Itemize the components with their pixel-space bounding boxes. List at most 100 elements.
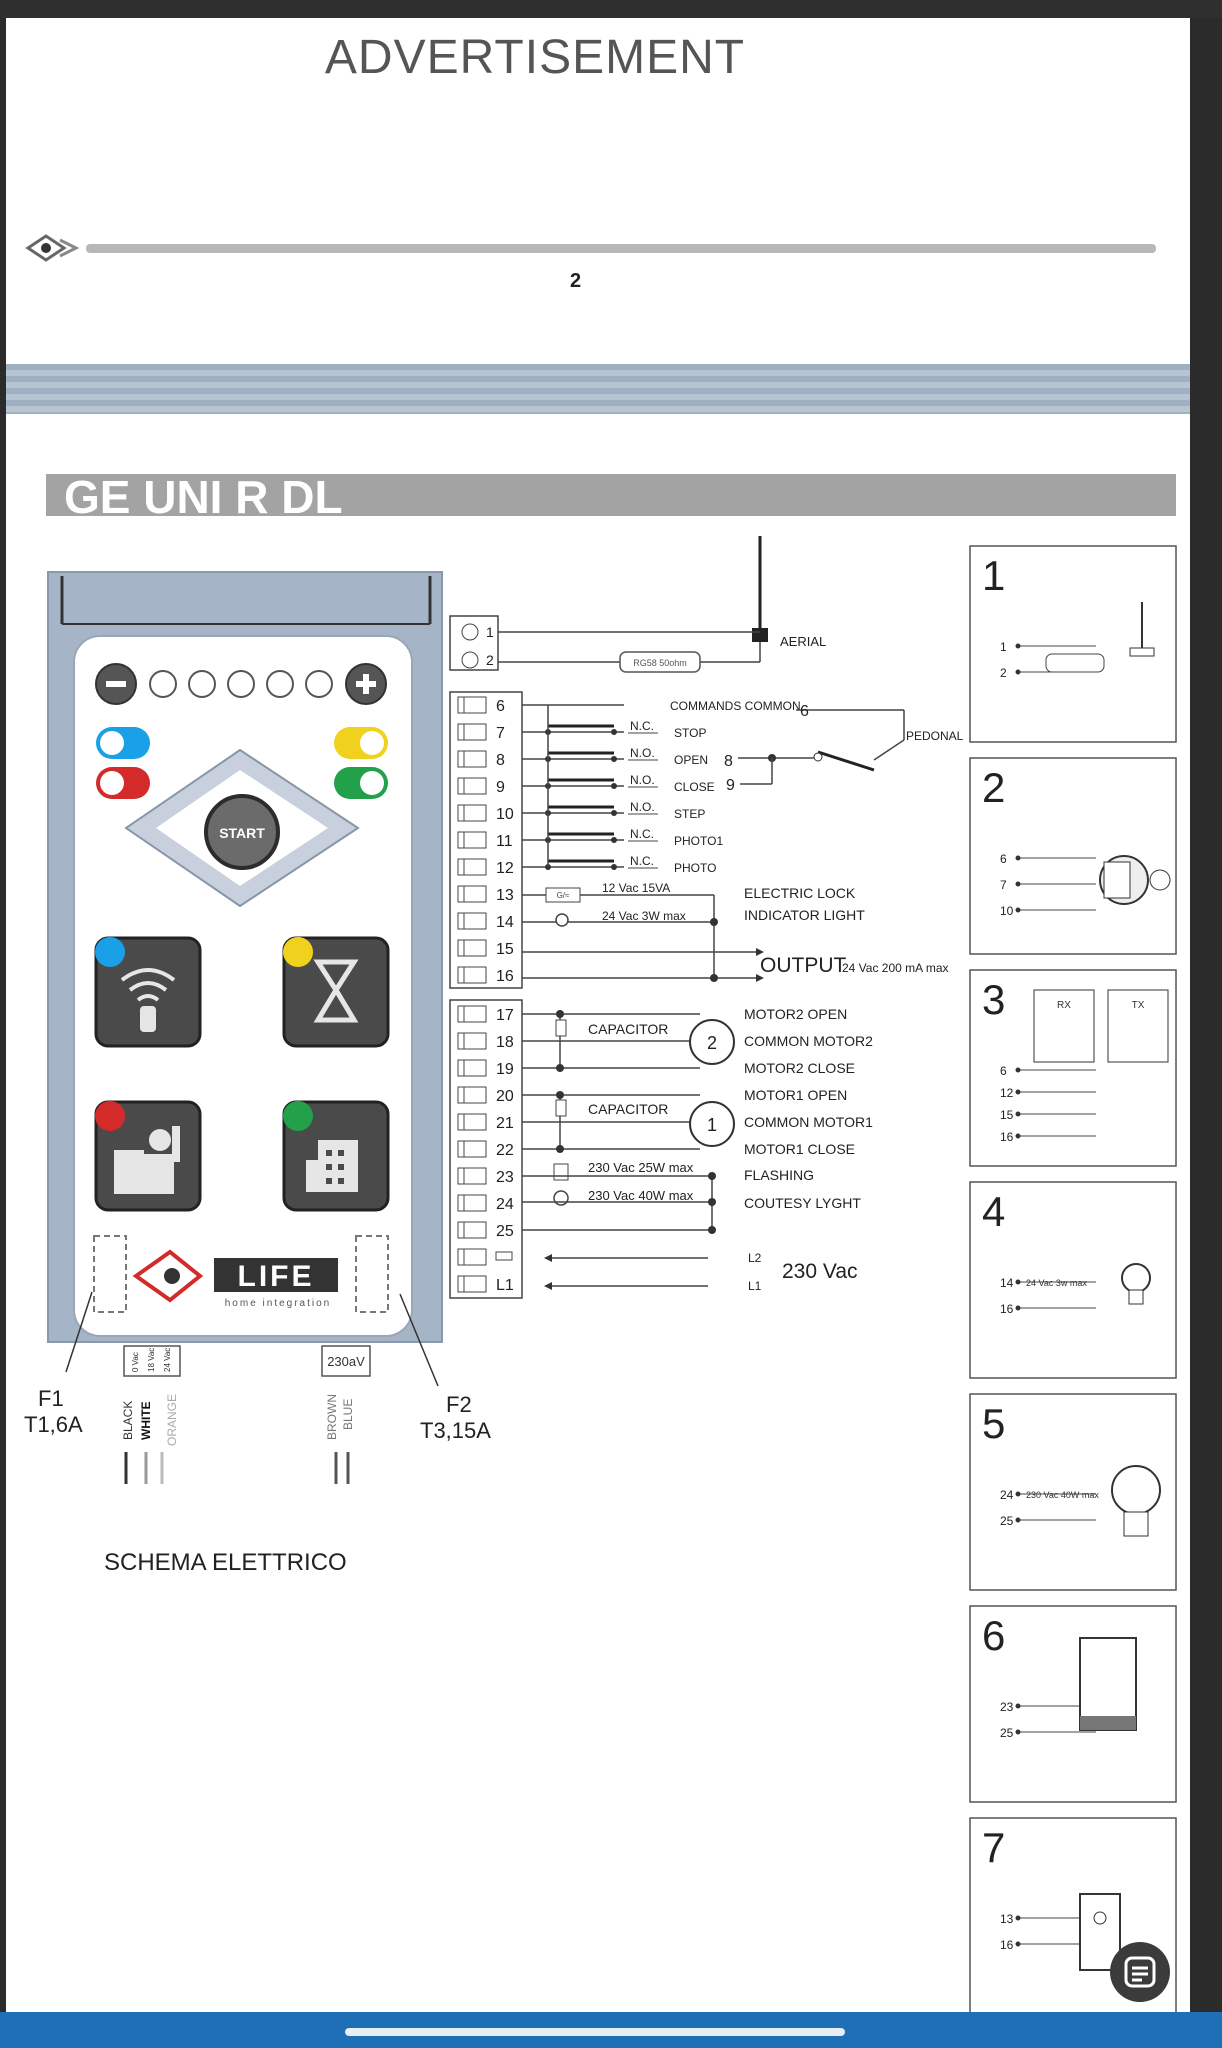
svg-text:230 Vac 40W max: 230 Vac 40W max xyxy=(588,1188,694,1203)
svg-text:9: 9 xyxy=(726,777,735,794)
pin-label: 25 xyxy=(1000,1726,1014,1740)
flashing-lamp-icon xyxy=(1079,1637,1137,1731)
terminal-label: 22 xyxy=(496,1142,514,1159)
terminal-screw xyxy=(461,623,479,641)
svg-text:BROWN: BROWN xyxy=(325,1394,339,1440)
panel-number: 4 xyxy=(982,1188,1005,1235)
terminal-slot xyxy=(457,912,487,930)
terminal-slot xyxy=(457,696,487,714)
terminal-slot xyxy=(457,1059,487,1077)
svg-text:G/≈: G/≈ xyxy=(557,891,570,900)
svg-text:FLASHING: FLASHING xyxy=(744,1167,814,1183)
svg-text:2: 2 xyxy=(707,1033,717,1053)
motor-label: MOTOR1 CLOSE xyxy=(744,1141,855,1157)
fuse-symbol xyxy=(495,1251,513,1261)
terminal-label: 20 xyxy=(496,1088,514,1105)
scan-text-icon xyxy=(1124,1956,1156,1988)
level-dot xyxy=(227,670,255,698)
terminal-label: 17 xyxy=(496,1007,514,1024)
level-dot xyxy=(188,670,216,698)
svg-text:230aV: 230aV xyxy=(327,1354,365,1369)
terminal-label: 23 xyxy=(496,1169,514,1186)
svg-text:T3,15A: T3,15A xyxy=(420,1418,491,1443)
terminal-slot xyxy=(457,1194,487,1212)
motor-label: MOTOR2 CLOSE xyxy=(744,1060,855,1076)
terminal-slot xyxy=(457,1113,487,1131)
motor-label: COMMON MOTOR2 xyxy=(744,1033,873,1049)
page-number: 2 xyxy=(570,270,582,292)
panel-number: 5 xyxy=(982,1400,1005,1447)
svg-text:OUTPUT: OUTPUT xyxy=(760,954,847,977)
command-wiring: N.C.N.O.N.O.N.O.N.C.N.C.COMMANDS COMMONS… xyxy=(522,699,812,875)
svg-text:T1,6A: T1,6A xyxy=(24,1412,83,1437)
svg-text:CAPACITOR: CAPACITOR xyxy=(588,1021,668,1037)
terminal-label: 2 xyxy=(486,652,494,668)
terminal-slot xyxy=(457,966,487,984)
svg-text:L2: L2 xyxy=(748,1251,762,1265)
svg-text:24 Vac: 24 Vac xyxy=(163,1348,172,1372)
terminal-slot xyxy=(457,885,487,903)
pin-label: 25 xyxy=(1000,1514,1014,1528)
status-bar xyxy=(0,0,1222,18)
svg-text:BLACK: BLACK xyxy=(121,1401,135,1440)
svg-text:PEDONAL: PEDONAL xyxy=(906,729,964,743)
pin-label: 23 xyxy=(1000,1700,1014,1714)
svg-text:CAPACITOR: CAPACITOR xyxy=(588,1101,668,1117)
level-dot xyxy=(266,670,294,698)
svg-text:12 Vac 15VA: 12 Vac 15VA xyxy=(602,881,670,895)
level-dot xyxy=(149,670,177,698)
pin-label: 16 xyxy=(1000,1938,1014,1952)
pin-label: 6 xyxy=(1000,852,1007,866)
terminal-slot xyxy=(457,1140,487,1158)
terminal-slot xyxy=(457,777,487,795)
bulb-icon xyxy=(1121,1263,1151,1293)
remote-button xyxy=(94,936,202,1048)
motor-label: COMMON MOTOR1 xyxy=(744,1114,873,1130)
terminal-slot xyxy=(457,831,487,849)
terminal-slot xyxy=(457,750,487,768)
motor-label: MOTOR2 OPEN xyxy=(744,1006,847,1022)
svg-text:6: 6 xyxy=(800,703,809,720)
terminal-screw xyxy=(461,651,479,669)
fuse-f1 xyxy=(93,1235,127,1313)
panel-number: 1 xyxy=(982,552,1005,599)
side-panel-1: 112 xyxy=(969,545,1177,743)
contact-type: N.O. xyxy=(630,800,655,814)
terminal-label: 8 xyxy=(496,752,505,769)
terminal-slot xyxy=(457,1032,487,1050)
svg-text:ORANGE: ORANGE xyxy=(165,1394,179,1446)
terminal-slot xyxy=(457,1248,487,1266)
pin-label: 12 xyxy=(1000,1086,1014,1100)
home-indicator[interactable] xyxy=(345,2028,845,2036)
terminal-label: 15 xyxy=(496,941,514,958)
pin-label: 7 xyxy=(1000,878,1007,892)
level-dot xyxy=(305,670,333,698)
pin-label: 14 xyxy=(1000,1276,1014,1290)
scan-text-button[interactable] xyxy=(1110,1942,1170,2002)
svg-text:INDICATOR LIGHT: INDICATOR LIGHT xyxy=(744,907,865,923)
lamp-section: 230 Vac 25W max 230 Vac 40W max FLASHING… xyxy=(522,1160,861,1234)
pedonal-switch: PEDONAL 6 8 9 xyxy=(724,703,964,794)
panel-number: 2 xyxy=(982,764,1005,811)
svg-text:WHITE: WHITE xyxy=(139,1401,153,1440)
terminal-slot xyxy=(457,939,487,957)
motor-section: 2 1 CAPACITOR CAPACITOR xyxy=(555,1019,735,1147)
page-nav-icon[interactable] xyxy=(24,230,80,266)
terminal-label: 19 xyxy=(496,1061,514,1078)
contact-type: N.C. xyxy=(630,827,654,841)
terminal-label: 21 xyxy=(496,1115,514,1132)
terminal-label: 25 xyxy=(496,1223,514,1240)
terminal-label: 16 xyxy=(496,968,514,985)
terminal-label: 1 xyxy=(486,624,494,640)
contact-type: N.O. xyxy=(630,773,655,787)
svg-text:L1: L1 xyxy=(748,1279,762,1293)
caption: SCHEMA ELETTRICO xyxy=(104,1549,347,1576)
svg-text:TX: TX xyxy=(1132,1000,1145,1011)
svg-text:8: 8 xyxy=(724,753,733,770)
command-label: OPEN xyxy=(674,753,708,767)
